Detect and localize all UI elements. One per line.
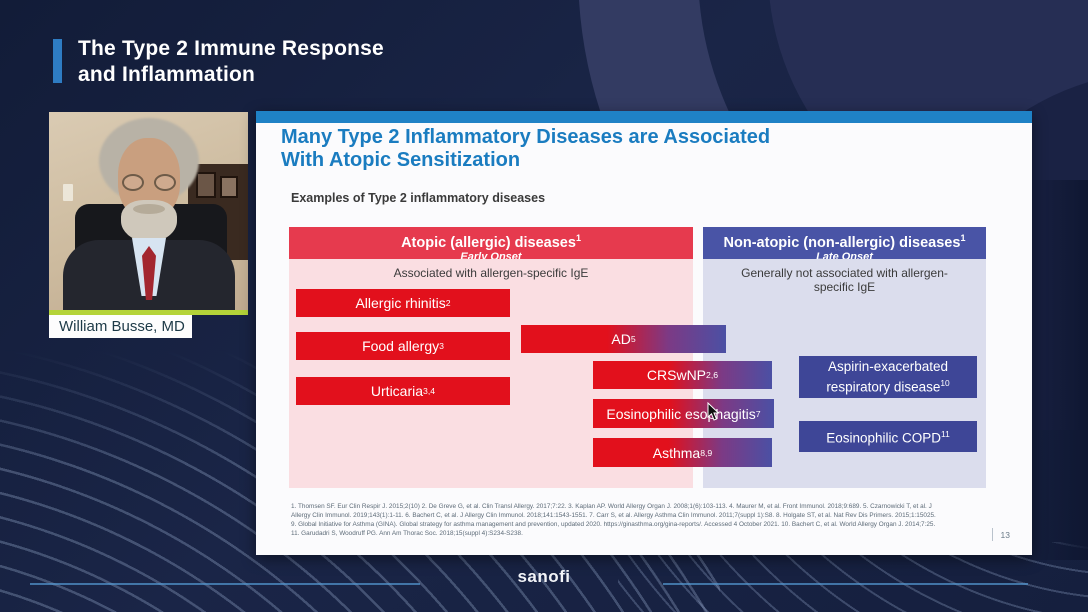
reference-line: 11. Garudadri S, Woodruff PG. Ann Am Tho… (291, 530, 523, 537)
footer-divider-line-left (30, 583, 420, 585)
speaker-video-thumbnail[interactable] (49, 112, 248, 310)
light-switch-decoration (63, 184, 73, 201)
slide-top-bar (256, 111, 1032, 123)
reference-line: Allergy Clin Immunol. 2019;143(1):1-11. … (291, 512, 936, 519)
nameplate-accent-bar (49, 310, 248, 315)
reference-line: 9. Global Initiative for Asthma (GINA). … (291, 521, 936, 528)
nonatopic-header-label: Non-atopic (non-allergic) diseases (723, 234, 961, 251)
slide-references: 1. Thomsen SF. Eur Clin Respir J. 2015;2… (291, 502, 991, 538)
atopic-header-sup: 1 (575, 233, 581, 243)
disease-box-eosinophilic-copd: Eosinophilic COPD11 (799, 421, 977, 452)
photo-frame (220, 176, 238, 198)
speaker-glasses (120, 174, 178, 194)
presentation-slide: Many Type 2 Inflammatory Diseases are As… (256, 111, 1032, 555)
footer-divider-line-right (663, 583, 1028, 585)
speaker-mustache (133, 204, 165, 214)
slide-page-number: 13 (991, 528, 1010, 541)
mouse-cursor-icon (707, 402, 720, 421)
slide-title-line2: With Atopic Sensitization (281, 149, 521, 171)
page-number-divider (991, 528, 993, 541)
nonatopic-column-header: Non-atopic (non-allergic) diseases1 Late… (703, 227, 986, 263)
speaker-nameplate: William Busse, MD (49, 315, 192, 338)
page-title-line2: and Inflammation (78, 63, 256, 86)
photo-frame (196, 172, 216, 198)
title-accent-bar (53, 39, 62, 83)
atopic-header-label: Atopic (allergic) diseases (401, 234, 576, 251)
nonatopic-panel-note: Generally not associated with allergen-s… (741, 266, 948, 294)
nonatopic-header-sup: 1 (960, 233, 966, 243)
slide-title-line1: Many Type 2 Inflammatory Diseases are As… (281, 126, 771, 148)
atopic-panel-note: Associated with allergen-specific IgE (393, 266, 589, 280)
disease-box-aspirin-exacerbated-respiratory-disease: Aspirin-exacerbated respiratory disease1… (799, 356, 977, 398)
slide-subtitle: Examples of Type 2 inflammatory diseases (291, 191, 546, 205)
reference-line: 1. Thomsen SF. Eur Clin Respir J. 2015;2… (291, 503, 932, 510)
atopic-column-header: Atopic (allergic) diseases1 Early Onset (289, 227, 693, 263)
slide-title: Many Type 2 Inflammatory Diseases are As… (281, 126, 901, 172)
page-title-line1: The Type 2 Immune Response (78, 37, 384, 60)
speaker-tie (142, 246, 156, 300)
page-title: The Type 2 Immune Response and Inflammat… (78, 36, 508, 88)
sanofi-logo: sanofi (517, 567, 571, 586)
